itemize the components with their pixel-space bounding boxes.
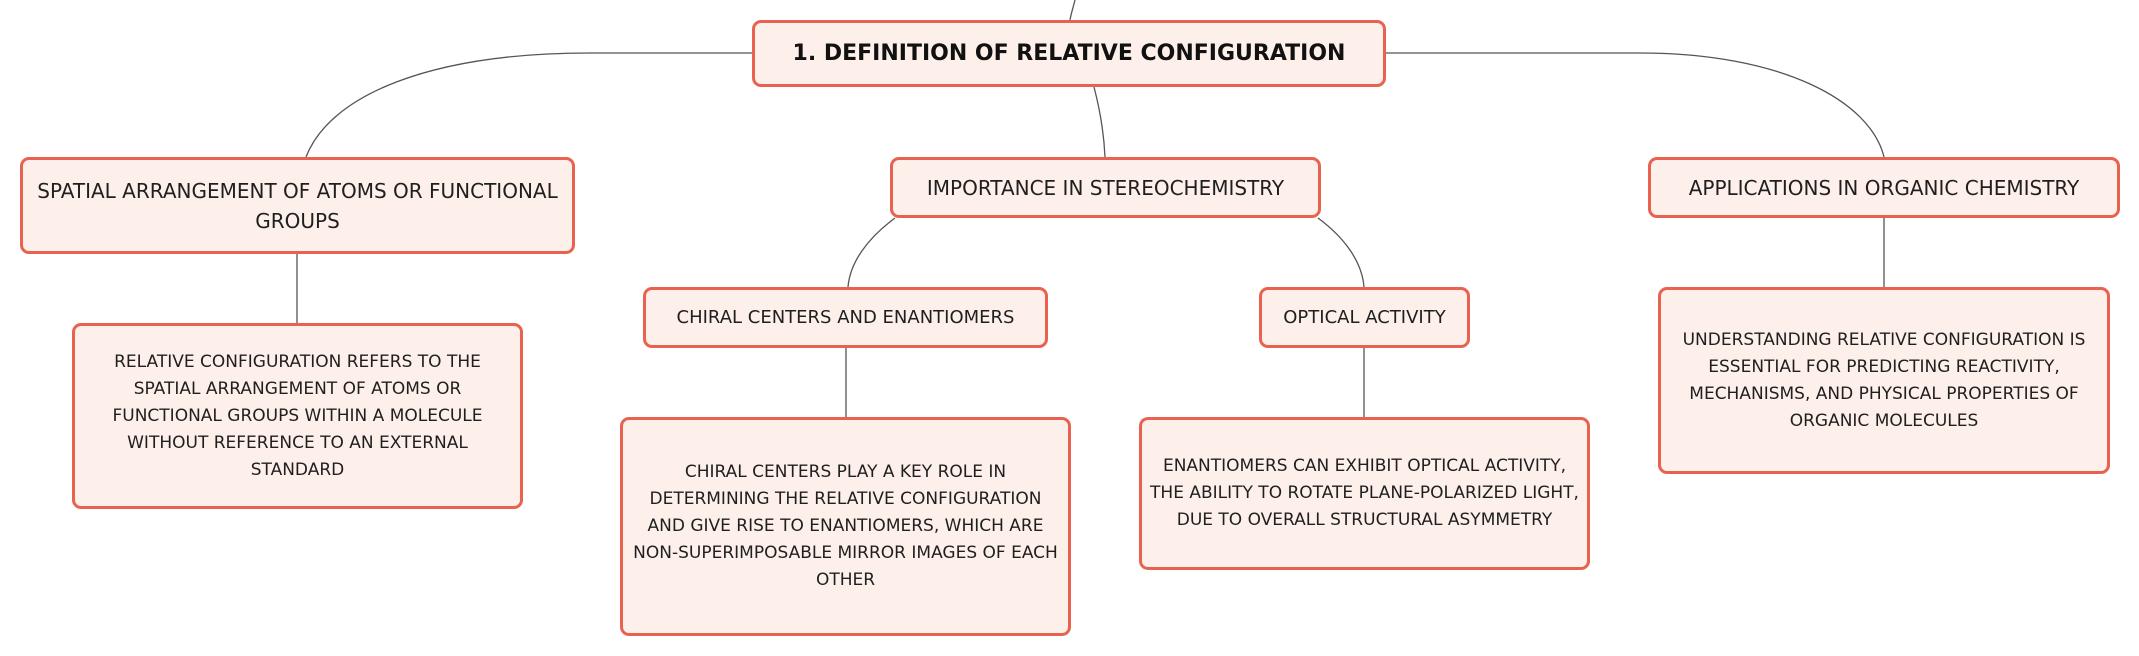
branch-spatial-label: SPATIAL ARRANGEMENT OF ATOMS OR FUNCTION… bbox=[37, 178, 558, 233]
connector-parent-to-root bbox=[1069, 0, 1076, 21]
branch-importance-in-stereochemistry[interactable]: IMPORTANCE IN STEREOCHEMISTRY bbox=[890, 157, 1321, 218]
detail-optical-activity[interactable]: ENANTIOMERS CAN EXHIBIT OPTICAL ACTIVITY… bbox=[1139, 417, 1590, 570]
detail-spatial-text: RELATIVE CONFIGURATION REFERS TO THE SPA… bbox=[112, 351, 483, 480]
detail-chiral-centers[interactable]: CHIRAL CENTERS PLAY A KEY ROLE IN DETERM… bbox=[620, 417, 1071, 636]
subbranch-optical-label: OPTICAL ACTIVITY bbox=[1283, 306, 1446, 328]
subbranch-optical-activity[interactable]: OPTICAL ACTIVITY bbox=[1259, 287, 1470, 348]
connector-root-to-importance bbox=[1093, 86, 1106, 158]
connector-importance-to-optical bbox=[1317, 217, 1365, 288]
detail-spatial-arrangement[interactable]: RELATIVE CONFIGURATION REFERS TO THE SPA… bbox=[72, 323, 523, 509]
root-node[interactable]: 1. DEFINITION OF RELATIVE CONFIGURATION bbox=[752, 20, 1386, 87]
root-title: 1. DEFINITION OF RELATIVE CONFIGURATION bbox=[792, 41, 1346, 66]
subbranch-chiral-label: CHIRAL CENTERS AND ENANTIOMERS bbox=[676, 306, 1015, 328]
branch-importance-label: IMPORTANCE IN STEREOCHEMISTRY bbox=[926, 175, 1285, 200]
subbranch-chiral-centers[interactable]: CHIRAL CENTERS AND ENANTIOMERS bbox=[643, 287, 1048, 348]
connector-importance-to-chiral bbox=[847, 217, 896, 288]
connector-root-to-spatial bbox=[305, 52, 752, 158]
branch-spatial-arrangement[interactable]: SPATIAL ARRANGEMENT OF ATOMS OR FUNCTION… bbox=[20, 157, 575, 254]
detail-chiral-text: CHIRAL CENTERS PLAY A KEY ROLE IN DETERM… bbox=[633, 462, 1058, 590]
branch-applications-label: APPLICATIONS IN ORGANIC CHEMISTRY bbox=[1688, 175, 2080, 200]
detail-applications[interactable]: UNDERSTANDING RELATIVE CONFIGURATION IS … bbox=[1658, 287, 2110, 474]
branch-applications-in-organic-chemistry[interactable]: APPLICATIONS IN ORGANIC CHEMISTRY bbox=[1648, 157, 2120, 218]
detail-optical-text: ENANTIOMERS CAN EXHIBIT OPTICAL ACTIVITY… bbox=[1150, 456, 1579, 530]
detail-applications-text: UNDERSTANDING RELATIVE CONFIGURATION IS … bbox=[1682, 329, 2086, 431]
connector-root-to-applications bbox=[1386, 52, 1885, 158]
